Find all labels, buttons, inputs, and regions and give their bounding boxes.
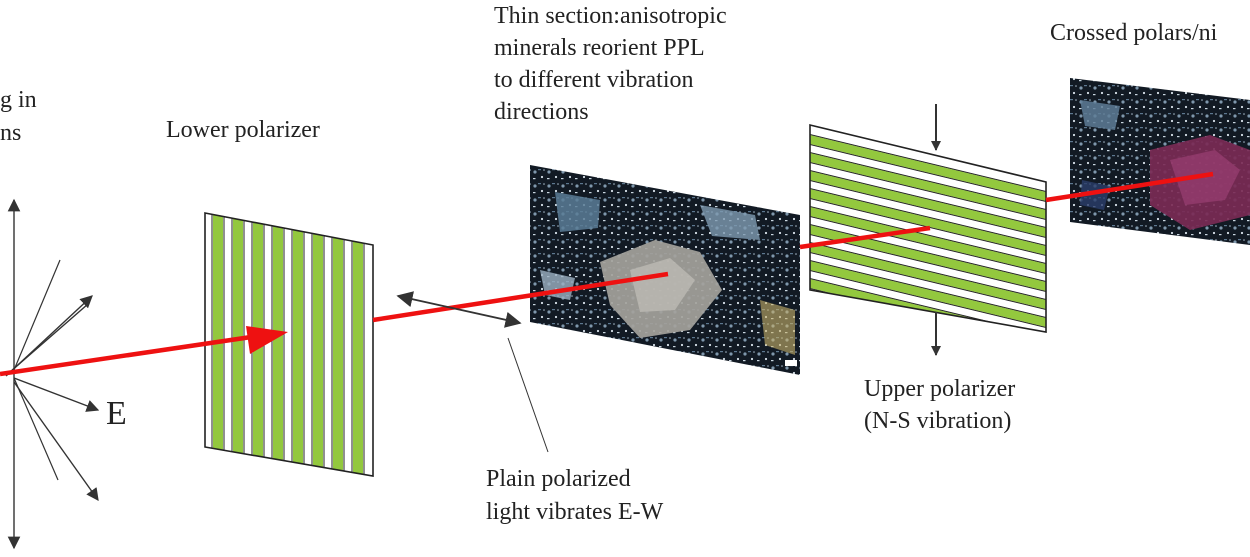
unpolarized-label-line2: ns — [0, 120, 21, 146]
ppl-leader-line — [507, 337, 549, 453]
starburst-arrows-icon — [5, 198, 100, 550]
thin-section-label-line3: to different vibration — [494, 67, 694, 93]
upper-polarizer-label-line2: (N-S vibration) — [864, 408, 1011, 434]
thin-section-label-line2: minerals reorient PPL — [494, 35, 705, 61]
crossed-polars-label: Crossed polars/ni — [1050, 20, 1218, 46]
ppl-label-line1: Plain polarized — [486, 466, 631, 492]
upper-polarizer-label-line1: Upper polarizer — [864, 376, 1015, 402]
ppl-label-line2: light vibrates E-W — [486, 499, 664, 525]
east-direction-label: E — [106, 395, 127, 432]
thin-section-label-line4: directions — [494, 99, 589, 125]
thin-section-label-line1: Thin section:anisotropic — [494, 3, 727, 29]
crossed-polars-image — [1070, 78, 1250, 245]
unpolarized-label-line1: g in — [0, 87, 37, 113]
double-arrow-horizontal-icon — [396, 291, 522, 328]
thin-section-image — [530, 165, 800, 375]
lower-polarizer — [204, 212, 374, 477]
upper-polarizer — [809, 123, 1047, 333]
lower-polarizer-label: Lower polarizer — [166, 117, 320, 143]
